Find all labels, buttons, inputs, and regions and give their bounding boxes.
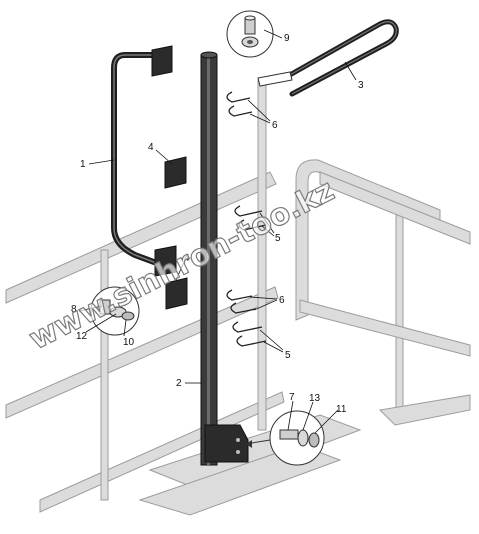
u-bolt-6a [226,91,251,103]
handle-tube [285,19,399,97]
leader-6b2 [253,299,278,311]
callout-5b: 5 [285,350,291,361]
callout-11: 11 [336,404,347,415]
u-bolts-part-5-upper [234,205,267,231]
leader-7 [287,400,294,431]
base-bolt-hole-2 [236,450,240,454]
callout-13: 13 [309,393,321,404]
right-upper-rail [319,171,471,245]
callout-5a: 5 [275,233,281,244]
bolt-7-shank [279,429,299,440]
detail-bolt-9 [226,10,274,58]
leader-5a [259,212,275,234]
callout-6a: 6 [272,120,278,131]
baluster-left [100,249,109,501]
detail-arrow-head [246,440,252,448]
leader-12 [85,313,117,333]
plate-part-4-lower [165,277,188,310]
baluster-center [257,79,267,431]
leader-6a2 [249,113,271,124]
bolt-9-hole [247,40,253,44]
u-bolt-5b [238,219,267,231]
u-bolt-6b [228,105,253,117]
leader-5a2 [261,225,275,237]
callout-labels: 1 2 3 4 4 5 5 6 6 7 8 9 10 11 12 13 [71,33,364,415]
leader-6b [249,296,278,300]
nut-10 [121,311,135,321]
u-bolt-6d [230,302,257,314]
leader-6a [247,99,271,122]
leader-13 [302,401,314,431]
handrail-part-1 [111,45,177,277]
u-bolt-5c [232,321,263,333]
main-post [200,51,249,466]
callout-7: 7 [289,392,295,403]
callout-12: 12 [76,331,88,342]
washer-13 [297,429,309,447]
callout-10: 10 [123,337,135,348]
u-bolt-5a [234,205,263,217]
connector-plate [257,71,293,87]
u-bolt-6c [226,289,253,301]
bolt-8-shank [99,299,111,315]
detail-bolt-7-11-13 [245,410,325,466]
leader-5b [259,329,284,351]
leader-4b [175,261,185,281]
u-bolts-part-5-lower [232,321,267,347]
bolt-9-head [244,15,256,21]
leader-10 [123,319,127,337]
plate-part-4-upper [164,156,187,189]
callout-9: 9 [284,33,290,44]
baluster-right [395,199,404,421]
callout-8: 8 [71,304,77,315]
callout-3: 3 [358,80,364,91]
post-base-bracket [204,424,249,463]
handle-part-3 [285,19,399,97]
u-bolts-part-6-upper [226,91,253,117]
nut-11 [308,432,320,448]
handrail-top-plate [151,45,173,77]
callout-2: 2 [176,378,182,389]
leader-1 [88,159,115,165]
u-bolt-5d [236,335,267,347]
leader-3 [344,61,357,81]
post-highlight [207,55,210,465]
handle-tube-highlight [287,21,397,95]
callout-1: 1 [80,159,86,170]
base-bolt-hole-1 [236,438,240,442]
handrail-tube-highlight [113,54,171,269]
u-bolts-part-6-lower [226,289,257,314]
leader-lines [78,29,357,434]
callout-6b: 6 [279,295,285,306]
leader-4a [155,149,173,165]
detail-bolt-8-10-12 [90,286,140,336]
callout-4b: 4 [184,253,190,264]
leader-9 [263,29,283,39]
leader-5b2 [263,341,284,353]
callout-4a: 4 [148,142,154,153]
right-lower-rail [299,299,471,357]
handrail-bottom-plate [154,245,177,277]
step-right [378,394,471,426]
leader-8 [78,305,103,312]
post-top-cap [200,51,218,59]
leader-11 [314,409,339,434]
